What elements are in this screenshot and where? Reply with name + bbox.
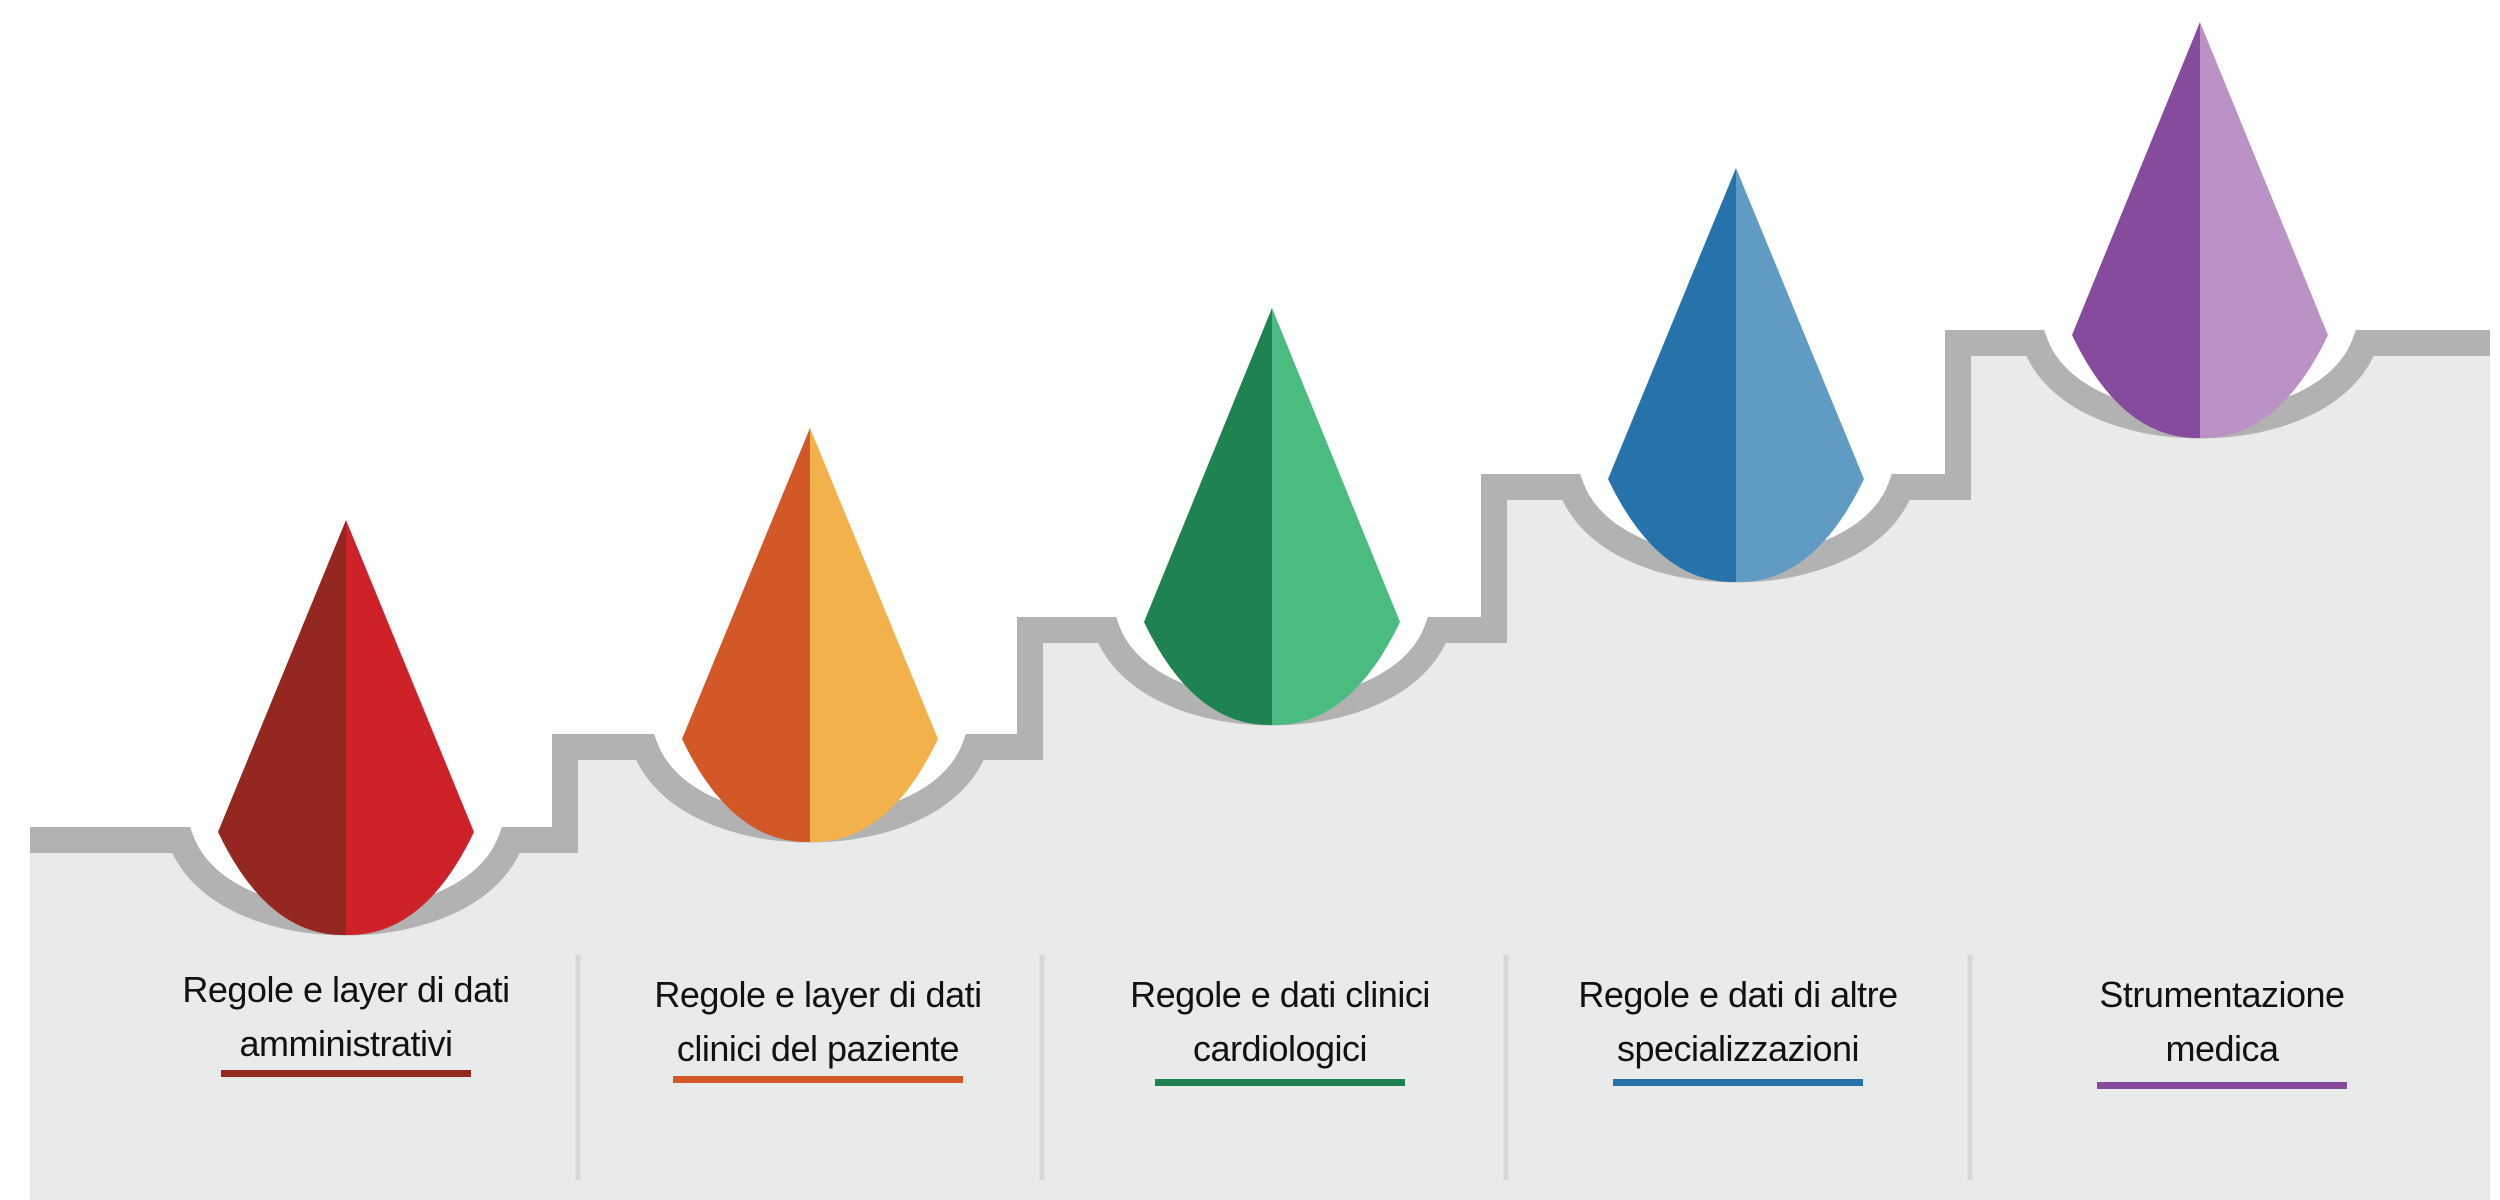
cone-5 (2072, 22, 2328, 439)
step-label-1: Regole e layer di dati amministrativi (136, 963, 556, 1071)
cone-1 (218, 520, 474, 936)
cone-2-shade (682, 428, 810, 843)
cone-4 (1608, 168, 1864, 583)
step-label-4-line1: Regole e dati di altre (1578, 974, 1898, 1015)
cone-3 (1144, 308, 1400, 726)
step-label-2-line2: clinici del paziente (676, 1028, 960, 1069)
step-label-4: Regole e dati di altre specializzazioni (1528, 968, 1948, 1076)
step-label-2: Regole e layer di dati clinici del pazie… (608, 968, 1028, 1076)
column-dividers (575, 955, 1973, 1180)
cone-3-light (1272, 308, 1400, 726)
step-underline-1 (221, 1070, 471, 1077)
step-label-2-line1: Regole e layer di dati (654, 974, 982, 1015)
cone-4-shade (1608, 168, 1736, 583)
cone-4-light (1736, 168, 1864, 583)
step-underline-4 (1613, 1079, 1863, 1086)
step-label-5: Strumentazione medica (2012, 968, 2432, 1076)
step-underline-2 (673, 1076, 963, 1083)
step-underline-3 (1155, 1079, 1405, 1086)
step-label-3-line1: Regole e dati clinici (1130, 974, 1430, 1015)
step-underline-5 (2097, 1082, 2347, 1089)
step-label-4-line2: specializzazioni (1616, 1028, 1860, 1069)
step-label-5-line1: Strumentazione (2099, 974, 2345, 1015)
cone-5-light (2200, 22, 2328, 439)
step-label-5-line2: medica (2165, 1028, 2279, 1069)
staircase-background (30, 343, 2490, 1200)
step-label-1-line2: amministrativi (239, 1023, 453, 1064)
cone-1-shade (218, 520, 346, 936)
step-label-3: Regole e dati clinici cardiologici (1070, 968, 1490, 1076)
cone-3-shade (1144, 308, 1272, 726)
step-label-1-line1: Regole e layer di dati (182, 969, 510, 1010)
cone-5-shade (2072, 22, 2200, 439)
cone-1-light (346, 520, 474, 936)
cone-2 (682, 428, 938, 843)
cone-2-light (810, 428, 938, 843)
step-label-3-line2: cardiologici (1192, 1028, 1368, 1069)
cones-group (218, 22, 2328, 936)
